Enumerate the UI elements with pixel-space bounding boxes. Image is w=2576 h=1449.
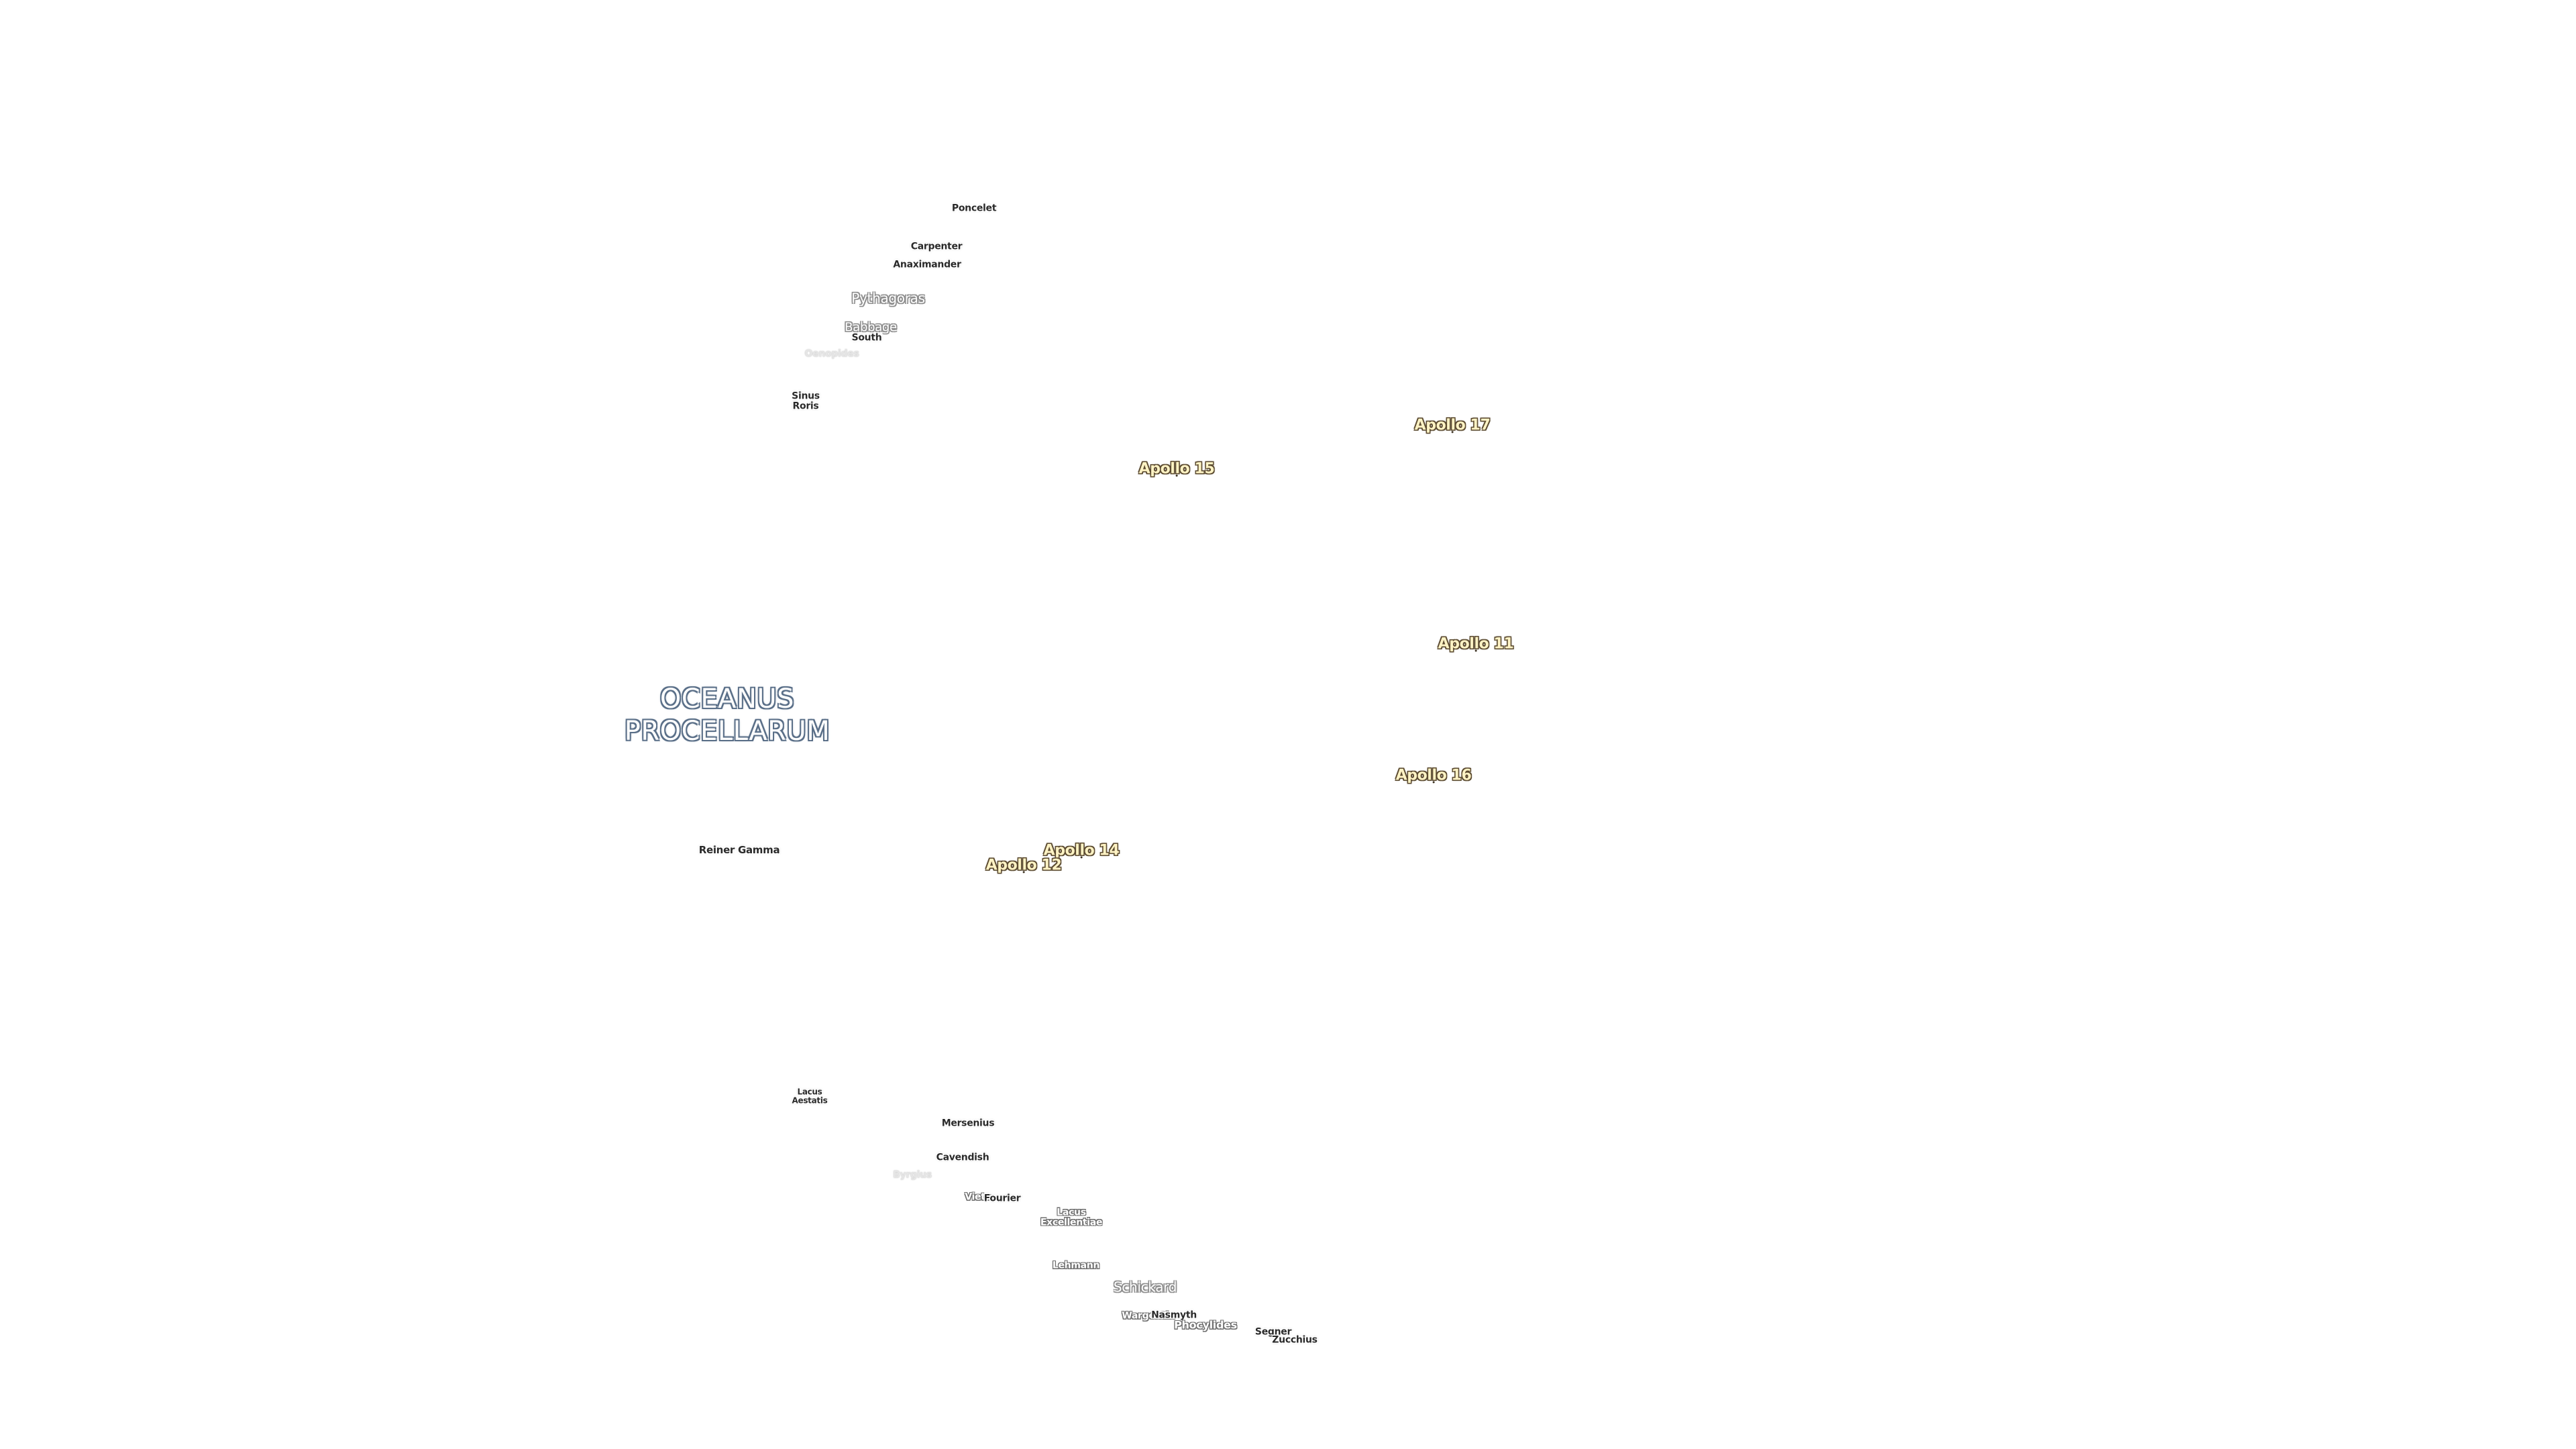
landing-site-marker-icon xyxy=(1451,431,1454,433)
apollo-11-site[interactable]: Apollo 11 xyxy=(1438,636,1514,653)
feature-name-line-1: Lacus xyxy=(797,1087,822,1097)
feature-name: Vieta xyxy=(965,1191,991,1203)
feature-label-sinus-roris[interactable]: Sinus Roris xyxy=(792,391,820,411)
feature-name: Mersenius xyxy=(941,1118,995,1129)
apollo-16-label: Apollo 16 xyxy=(1395,767,1472,784)
feature-name: Poncelet xyxy=(951,203,997,214)
feature-name: Fourier xyxy=(983,1193,1021,1204)
sea-label-line-1: OCEANUS xyxy=(659,684,795,714)
feature-label-lacus-aestatis[interactable]: Lacus Aestatis xyxy=(792,1087,828,1104)
feature-name: Babbage xyxy=(845,320,897,335)
feature-name: South xyxy=(851,332,882,343)
feature-label-wargentin[interactable]: Wargentin xyxy=(1122,1311,1175,1322)
feature-name: Zucchius xyxy=(1272,1334,1318,1346)
feature-name-line-2: Excellentiae xyxy=(1040,1217,1103,1228)
apollo-15-label: Apollo 15 xyxy=(1138,460,1215,478)
feature-label-nasmyth[interactable]: Nasmyth xyxy=(1151,1309,1197,1321)
feature-label-south[interactable]: South xyxy=(852,333,882,343)
feature-label-zucchius[interactable]: Zucchius xyxy=(1272,1334,1318,1346)
feature-name: Cavendish xyxy=(936,1152,989,1163)
landing-site-marker-icon xyxy=(1080,856,1083,859)
apollo-14-label: Apollo 14 xyxy=(1043,842,1120,859)
feature-name: Lehmann xyxy=(1052,1260,1100,1271)
feature-name: Phocylides xyxy=(1174,1318,1237,1332)
feature-label-oenopides[interactable]: Oenopides xyxy=(804,348,859,360)
feature-name: Anaximander xyxy=(893,259,961,270)
feature-label-lacus-excellentiae[interactable]: Lacus Excellentiae xyxy=(1040,1207,1103,1228)
landing-site-marker-icon xyxy=(1022,871,1025,873)
feature-label-poncelet[interactable]: Poncelet xyxy=(951,203,997,214)
feature-name-line-2: Aestatis xyxy=(792,1095,828,1105)
feature-label-segner[interactable]: Segner xyxy=(1254,1326,1292,1338)
apollo-15-site[interactable]: Apollo 15 xyxy=(1139,461,1215,478)
feature-label-anaximander[interactable]: Anaximander xyxy=(893,260,961,270)
apollo-11-label: Apollo 11 xyxy=(1438,635,1514,653)
feature-name: Schickard xyxy=(1113,1279,1177,1295)
apollo-16-site[interactable]: Apollo 16 xyxy=(1396,767,1472,784)
landing-site-marker-icon xyxy=(1474,649,1477,652)
feature-label-vieta[interactable]: Vieta xyxy=(965,1191,991,1203)
feature-label-babbage[interactable]: Babbage xyxy=(845,320,897,335)
apollo-17-label: Apollo 17 xyxy=(1414,417,1491,434)
landing-site-marker-icon xyxy=(1432,781,1435,784)
feature-name: Oenopides xyxy=(804,348,859,360)
sea-label-oceanus-procellarum: OCEANUS PROCELLARUM xyxy=(625,683,830,747)
apollo-12-label: Apollo 12 xyxy=(985,857,1062,874)
feature-label-pythagoras[interactable]: Pythagoras xyxy=(851,290,925,307)
feature-name: Nasmyth xyxy=(1151,1309,1197,1321)
feature-name-line-2: Roris xyxy=(792,400,819,411)
feature-name: Wargentin xyxy=(1122,1310,1175,1322)
apollo-14-site[interactable]: Apollo 14 xyxy=(1044,843,1120,859)
feature-label-phocylides[interactable]: Phocylides xyxy=(1174,1320,1237,1332)
feature-name-line-1: Sinus xyxy=(792,390,820,402)
feature-name: Carpenter xyxy=(910,241,963,252)
feature-name: Segner xyxy=(1254,1326,1292,1338)
feature-label-byrgius[interactable]: Byrgius xyxy=(893,1169,932,1181)
feature-label-cavendish[interactable]: Cavendish xyxy=(936,1152,989,1163)
feature-label-reiner-gamma[interactable]: Reiner Gamma xyxy=(699,845,780,856)
landing-site-marker-icon xyxy=(1175,474,1178,477)
feature-name: Reiner Gamma xyxy=(698,844,780,857)
feature-label-carpenter[interactable]: Carpenter xyxy=(910,241,963,252)
feature-label-schickard[interactable]: Schickard xyxy=(1113,1279,1177,1295)
apollo-12-site[interactable]: Apollo 12 xyxy=(986,857,1062,874)
feature-label-lehmann[interactable]: Lehmann xyxy=(1052,1260,1100,1271)
feature-label-fourier[interactable]: Fourier xyxy=(983,1193,1021,1204)
feature-name-line-1: Lacus xyxy=(1057,1207,1086,1218)
feature-name: Byrgius xyxy=(893,1169,932,1181)
feature-name: Pythagoras xyxy=(851,290,925,307)
apollo-17-site[interactable]: Apollo 17 xyxy=(1415,417,1491,434)
sea-label-line-2: PROCELLARUM xyxy=(624,716,830,747)
feature-label-mersenius[interactable]: Mersenius xyxy=(941,1118,995,1129)
